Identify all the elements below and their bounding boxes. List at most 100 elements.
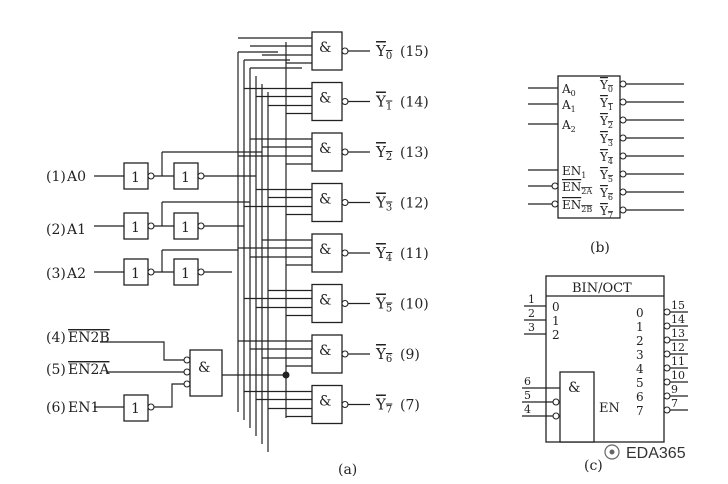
block-c-input-weight: 0 bbox=[552, 300, 560, 314]
inversion-bubble bbox=[341, 97, 349, 106]
inversion-bubble bbox=[341, 299, 349, 308]
enable-en2b-name: EN2B bbox=[68, 330, 110, 346]
block-c-enable-pin: 6 bbox=[524, 375, 531, 388]
output-gate-row: &Y1(14) bbox=[244, 81, 429, 122]
diagram-a-caption: (a) bbox=[338, 462, 357, 478]
block-b-output-label: Y0 bbox=[599, 78, 613, 94]
output-name: Y5 bbox=[375, 295, 392, 315]
enable-en2a-pin: (5) bbox=[46, 362, 66, 378]
inversion-bubble bbox=[552, 412, 560, 420]
not-gate-a0-second bbox=[173, 162, 199, 190]
block-b-output-label: Y1 bbox=[599, 96, 613, 112]
output-and-gate bbox=[311, 233, 343, 273]
inversion-bubble bbox=[341, 400, 349, 409]
inversion-bubble bbox=[197, 268, 205, 276]
output-pin: (13) bbox=[400, 145, 429, 161]
and-gate-symbol: & bbox=[198, 360, 210, 376]
and-gate-symbol: & bbox=[319, 343, 331, 359]
output-and-gate bbox=[311, 31, 343, 71]
output-gate-row: &Y5(10) bbox=[244, 283, 429, 324]
inversion-bubble bbox=[552, 398, 560, 406]
block-c-enable-pin: 4 bbox=[524, 403, 531, 416]
output-and-gate bbox=[311, 182, 343, 223]
block-b-output-label: Y4 bbox=[599, 150, 613, 166]
block-b-input-label: EN2A bbox=[562, 180, 592, 196]
block-c-input-weight: 1 bbox=[552, 314, 560, 328]
block-c-input-pin: 2 bbox=[528, 307, 535, 320]
inversion-bubble bbox=[183, 368, 191, 376]
input-a0-name: A0 bbox=[66, 169, 86, 185]
block-c-output-pin: 11 bbox=[671, 355, 685, 368]
inversion-bubble bbox=[341, 350, 349, 358]
output-pin: (15) bbox=[400, 44, 429, 60]
watermark-logo-icon bbox=[604, 444, 620, 460]
enable-and-gate bbox=[189, 349, 223, 397]
output-pin: (7) bbox=[400, 398, 420, 414]
output-and-gate bbox=[311, 384, 343, 425]
inversion-bubble bbox=[619, 134, 627, 142]
inversion-bubble bbox=[663, 308, 671, 316]
block-c-enable-pin: 5 bbox=[524, 389, 531, 402]
enable-en2b-pin: (4) bbox=[46, 330, 66, 346]
enable-en1-pin: (6) bbox=[46, 400, 66, 416]
block-c-input-pin: 1 bbox=[528, 293, 535, 306]
block-c-output-pin: 13 bbox=[671, 327, 685, 340]
block-c-output-label: 0 bbox=[636, 306, 644, 320]
inversion-bubble bbox=[341, 249, 349, 257]
not-gate-symbol: 1 bbox=[181, 170, 190, 186]
block-c-output-label: 1 bbox=[636, 320, 644, 334]
not-gate-symbol: 1 bbox=[131, 266, 140, 282]
not-gate-symbol: 1 bbox=[181, 266, 190, 282]
inversion-bubble bbox=[551, 200, 559, 208]
inversion-bubble bbox=[663, 350, 671, 358]
not-gate-symbol: 1 bbox=[131, 401, 140, 417]
block-c-output-label: 3 bbox=[636, 348, 644, 362]
inversion-bubble bbox=[197, 222, 205, 230]
diagram-c-caption: (c) bbox=[584, 458, 603, 474]
output-and-gate bbox=[311, 334, 343, 374]
inversion-bubble bbox=[341, 148, 349, 156]
block-c-title: BIN/OCT bbox=[572, 281, 632, 296]
output-gate-row: &Y3(12) bbox=[244, 182, 429, 223]
inversion-bubble bbox=[551, 182, 559, 190]
inversion-bubble bbox=[619, 206, 627, 214]
block-b-input-label: A2 bbox=[561, 118, 576, 134]
block-c-output-pin: 12 bbox=[671, 341, 685, 354]
enable-en1-name: EN1 bbox=[68, 400, 99, 416]
inversion-bubble bbox=[341, 198, 349, 207]
output-gate-row: &Y6(9) bbox=[238, 334, 420, 374]
block-c-input-pin: 3 bbox=[528, 321, 535, 334]
and-gate-symbol: & bbox=[319, 40, 331, 56]
block-c-input-weight: 2 bbox=[552, 328, 560, 342]
and-gate-symbol: & bbox=[319, 91, 331, 107]
inversion-bubble bbox=[147, 403, 155, 411]
and-gate-symbol: & bbox=[319, 242, 331, 258]
block-b-input-label: EN1 bbox=[562, 164, 586, 180]
inversion-bubble bbox=[619, 188, 627, 196]
output-name: Y4 bbox=[375, 244, 392, 264]
block-c-output-label: 4 bbox=[636, 362, 644, 376]
block-b-output-label: Y7 bbox=[599, 204, 613, 220]
output-name: Y1 bbox=[375, 93, 392, 113]
inversion-bubble bbox=[147, 172, 155, 180]
output-and-gates: &Y0(15)&Y1(14)&Y2(13)&Y3(12)&Y4(11)&Y5(1… bbox=[238, 31, 429, 425]
inversion-bubble bbox=[663, 336, 671, 344]
inversion-bubble bbox=[619, 116, 627, 124]
input-a2-name: A2 bbox=[66, 266, 86, 282]
inversion-bubble bbox=[663, 364, 671, 372]
inversion-bubble bbox=[663, 406, 671, 414]
output-pin: (10) bbox=[400, 297, 429, 313]
inversion-bubble bbox=[663, 392, 671, 400]
block-c-output-pin: 10 bbox=[671, 369, 685, 382]
block-c-output-label: 6 bbox=[636, 390, 644, 404]
block-c-enable-label: EN bbox=[599, 401, 620, 416]
block-c-and-symbol: & bbox=[568, 380, 580, 396]
output-name: Y3 bbox=[375, 194, 392, 214]
address-inputs: (1) A0 1 1 (2) A1 1 1 bbox=[46, 151, 262, 286]
watermark: EDA365 bbox=[604, 444, 686, 462]
